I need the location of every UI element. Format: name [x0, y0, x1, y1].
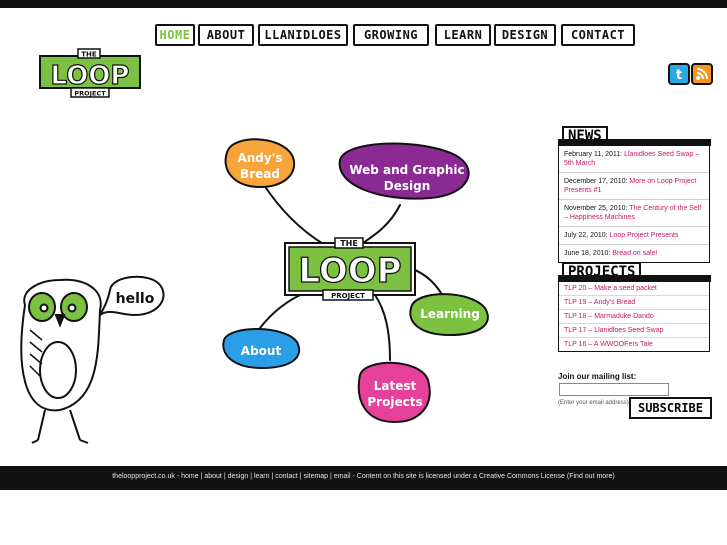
- top-bar: [0, 0, 727, 8]
- footer-link-contact[interactable]: contact: [275, 473, 298, 480]
- owl-illustration: [20, 278, 102, 444]
- project-link[interactable]: TLP 17 – Llanidloes Seed Swap: [559, 324, 709, 338]
- mind-map: THE LOOP PROJECT hello: [20, 138, 489, 444]
- about-bubble: [222, 328, 300, 370]
- latest-projects-line1: Latest: [373, 379, 417, 393]
- svg-text:LOOP: LOOP: [51, 61, 130, 91]
- news-item: November 25, 2010: The Century of the Se…: [559, 200, 709, 227]
- news-date: July 22, 2010:: [564, 232, 608, 239]
- andys-bread-link[interactable]: Andy's Bread: [228, 150, 292, 182]
- nav-contact[interactable]: CONTACT: [561, 24, 635, 46]
- svg-text:LOOP: LOOP: [298, 251, 401, 291]
- web-design-link[interactable]: Web and Graphic Design: [342, 162, 472, 194]
- footer-find-out-link[interactable]: (Find out more): [566, 473, 615, 480]
- news-date: December 17, 2010:: [564, 178, 628, 185]
- news-date: February 11, 2011:: [564, 151, 623, 158]
- projects-list: TLP 20 – Make a seed packet TLP 19 – And…: [558, 282, 710, 352]
- news-date: November 25, 2010:: [564, 205, 628, 212]
- andys-bread-line1: Andy's: [237, 151, 283, 165]
- svg-text:THE: THE: [340, 239, 358, 248]
- latest-projects-link[interactable]: Latest Projects: [360, 378, 430, 410]
- nav-llanidloes[interactable]: LLANIDLOES: [258, 24, 348, 46]
- svg-text:t: t: [676, 68, 682, 83]
- footer: theloopproject.co.uk - home | about | de…: [0, 466, 727, 490]
- footer-link-design[interactable]: design: [227, 473, 249, 480]
- footer-text: theloopproject.co.uk - home | about | de…: [112, 473, 615, 480]
- footer-link-home[interactable]: home: [181, 473, 199, 480]
- rss-icon[interactable]: [691, 63, 713, 85]
- nav-design[interactable]: DESIGN: [494, 24, 556, 46]
- project-link[interactable]: TLP 19 – Andy's Bread: [559, 296, 709, 310]
- email-input[interactable]: [559, 383, 669, 396]
- andys-bread-bubble: [224, 138, 296, 189]
- news-date: June 18, 2010:: [564, 250, 611, 257]
- projects-bar: [558, 275, 711, 282]
- hello-speech-bubble: [99, 275, 165, 317]
- footer-link-learn[interactable]: learn: [253, 473, 270, 480]
- latest-projects-bubble: [357, 361, 431, 424]
- latest-projects-line2: Projects: [367, 395, 423, 409]
- web-design-line2: Design: [383, 179, 431, 193]
- loop-project-logo[interactable]: THE LOOP PROJECT: [38, 48, 142, 98]
- news-bar: [558, 139, 711, 146]
- mailing-list-label: Join our mailing list:: [558, 372, 637, 381]
- nav-home[interactable]: HOME: [155, 24, 195, 46]
- news-link[interactable]: Loop Project Presents: [609, 232, 679, 239]
- news-link[interactable]: Llanidloes Seed Swap – 5th March: [564, 151, 700, 167]
- news-link[interactable]: Bread on sale!: [612, 250, 658, 257]
- project-link[interactable]: TLP 20 – Make a seed packet: [559, 282, 709, 296]
- news-link[interactable]: More on Loop Project Presents #1: [564, 178, 697, 194]
- footer-link-about[interactable]: about: [204, 473, 222, 480]
- andys-bread-line2: Bread: [240, 167, 280, 181]
- subscribe-button[interactable]: SUBSCRIBE: [629, 397, 712, 419]
- hello-text: hello: [116, 291, 155, 307]
- nav-growing[interactable]: GROWING: [353, 24, 429, 46]
- svg-text:PROJECT: PROJECT: [331, 292, 365, 300]
- footer-site-link[interactable]: theloopproject.co.uk: [112, 473, 175, 480]
- news-item: July 22, 2010: Loop Project Presents: [559, 227, 709, 245]
- project-link[interactable]: TLP 18 – Marmaduke Dando: [559, 310, 709, 324]
- learning-bubble: [409, 293, 489, 337]
- svg-text:THE: THE: [81, 51, 97, 59]
- learning-link[interactable]: Learning: [420, 307, 480, 321]
- news-item: June 18, 2010: Bread on sale!: [559, 245, 709, 262]
- web-design-line1: Web and Graphic: [349, 163, 465, 177]
- news-item: December 17, 2010: More on Loop Project …: [559, 173, 709, 200]
- news-item: February 11, 2011: Llanidloes Seed Swap …: [559, 146, 709, 173]
- footer-link-email[interactable]: email: [333, 473, 351, 480]
- nav-learn[interactable]: LEARN: [435, 24, 491, 46]
- nav-about[interactable]: ABOUT: [198, 24, 254, 46]
- twitter-icon[interactable]: t: [668, 63, 690, 85]
- footer-license: Content on this site is licensed under a…: [356, 473, 565, 480]
- email-hint: (Enter your email address): [558, 400, 629, 406]
- project-link[interactable]: TLP 16 – A WWOOFers Tale: [564, 341, 653, 348]
- svg-text:PROJECT: PROJECT: [74, 90, 106, 98]
- news-link[interactable]: The Century of the Self – Happiness Mach…: [564, 205, 702, 221]
- about-link[interactable]: About: [240, 344, 282, 358]
- web-design-bubble: [338, 142, 470, 200]
- news-list: February 11, 2011: Llanidloes Seed Swap …: [558, 146, 710, 263]
- footer-link-sitemap[interactable]: sitemap: [303, 473, 329, 480]
